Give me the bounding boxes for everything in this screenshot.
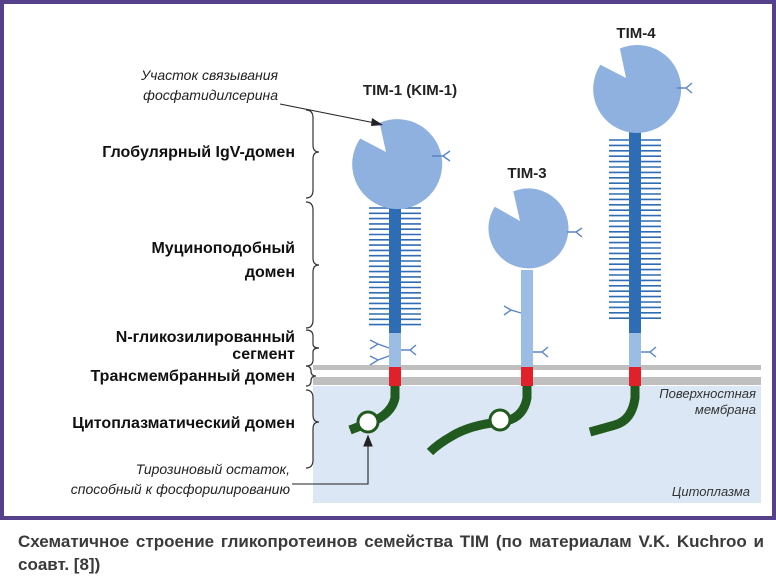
tim4-label: TIM-4 — [616, 25, 656, 42]
tim4-nglyco-stalk — [629, 333, 641, 367]
tyrosine-label-line2: способный к фосфорилированию — [71, 481, 291, 497]
tim3-cytoplasmic-tail — [426, 386, 532, 456]
binding-site-pointer-head — [371, 118, 383, 126]
nglyco-segment-label-line1: N-гликозилированный — [116, 329, 295, 346]
binding-site-pointer — [279, 103, 381, 125]
binding-site-label-line2: фосфатидилсерина — [143, 87, 278, 103]
tim3-glycan-branches — [503, 227, 583, 358]
binding-site-label-line1: Участок связывания — [140, 67, 278, 83]
tim1-nglyco-stalk — [389, 333, 401, 367]
tyrosine-pointer — [292, 434, 373, 485]
tim3-tyrosine-residue — [488, 408, 512, 432]
tim4-mucin-glycans — [609, 139, 661, 320]
cytoplasm-label: Цитоплазма — [672, 484, 750, 499]
tim4-transmembrane — [629, 367, 641, 386]
tyrosine-label-line1: Тирозиновый остаток, — [136, 461, 290, 477]
tim4-glycan-branches — [641, 82, 693, 358]
tim4-igv-globule — [593, 44, 682, 133]
tim1-mucin-glycans — [369, 207, 421, 326]
membrane-band-outer — [313, 365, 761, 370]
surface-membrane-label-line2: мембрана — [695, 402, 756, 417]
nglyco-segment-label-line2: сегмент — [232, 346, 295, 363]
tim3-transmembrane — [521, 367, 533, 386]
tim3-label: TIM-3 — [507, 165, 546, 182]
igv-domain-label: Глобулярный IgV-домен — [102, 144, 295, 161]
membrane-band-inner — [313, 377, 761, 385]
figure-caption: Схематичное строение гликопротеинов семе… — [18, 532, 764, 574]
tim1-glycan-branches — [369, 150, 451, 366]
tim1-label: TIM-1 (KIM-1) — [363, 82, 457, 99]
surface-membrane-label-line1: Поверхностная — [659, 386, 756, 401]
tim1-igv-globule — [352, 119, 443, 210]
transmembrane-domain-label: Трансмембранный домен — [91, 368, 296, 385]
tim3-protein — [426, 188, 583, 456]
tim3-stalk — [521, 270, 533, 367]
cytoplasmic-domain-label: Цитоплазматический домен — [72, 415, 295, 432]
domain-brackets — [305, 109, 320, 469]
mucin-domain-label-line1: Муциноподобный — [151, 240, 295, 257]
tim4-protein — [588, 44, 693, 437]
tim4-cytoplasmic-tail — [588, 386, 640, 437]
tim1-mucin-stalk — [389, 195, 401, 333]
tim1-transmembrane — [389, 367, 401, 386]
tim3-igv-globule — [488, 188, 569, 269]
tim1-tyrosine-residue — [356, 410, 380, 434]
mucin-domain-label-line2: домен — [245, 264, 295, 281]
tim1-protein — [348, 119, 451, 435]
